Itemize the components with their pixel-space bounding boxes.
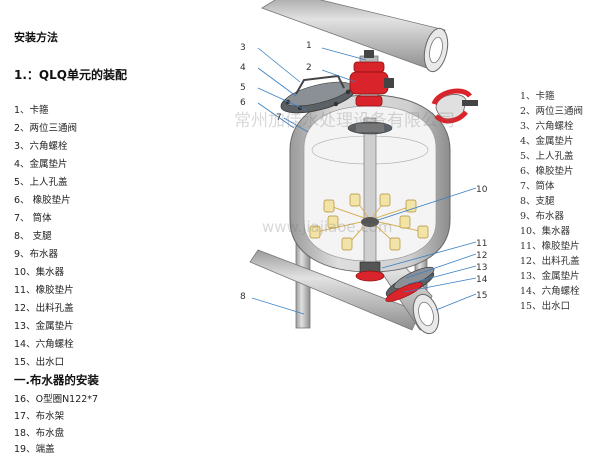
parts-legend: 1、卡箍 2、两位三通阀 3、六角螺栓 4、金属垫片 5、上人孔盖 6、橡胶垫片… [520, 0, 600, 450]
pipe-clamp [431, 88, 478, 124]
legend-item: 2、两位三通阀 [520, 106, 584, 117]
legend-item: 15、出水口 [520, 301, 571, 312]
part-list-item: 5、上人孔盖 [14, 177, 68, 188]
collector-pipe [347, 117, 393, 269]
legend-item: 13、金属垫片 [520, 271, 580, 282]
callout-1: 1 [306, 41, 312, 51]
legend-item: 6、橡胶垫片 [520, 166, 574, 177]
callout-7: 7 [276, 113, 282, 123]
install-method-heading: 安装方法 [14, 31, 58, 44]
legend-item: 3、六角螺栓 [520, 121, 574, 132]
part-list-item: 9、布水器 [14, 249, 59, 260]
part-list-item: 1、卡箍 [14, 105, 49, 116]
legend-item: 12、出料孔盖 [520, 256, 580, 267]
part-list-item: 13、金属垫片 [14, 321, 74, 332]
distributor-laterals [309, 193, 429, 251]
callout-lines [251, 47, 477, 315]
callout-3: 3 [240, 43, 246, 53]
assembly-text-panel: 安装方法 1.：QLQ单元的装配 1、卡箍 2、两位三通阀 3、六角螺栓 4、金… [10, 0, 190, 455]
part-list-item: 18、布水盘 [14, 428, 65, 439]
callout-6: 6 [240, 98, 246, 108]
unit-assembly-subheading: 1.：QLQ单元的装配 [14, 68, 127, 82]
part-list-item: 14、六角螺栓 [14, 339, 74, 350]
legend-item: 5、上人孔盖 [520, 151, 574, 162]
callout-13: 13 [476, 263, 487, 273]
part-list-item: 6、 橡胶垫片 [14, 195, 71, 206]
part-list-item: 2、两位三通阀 [14, 123, 78, 134]
part-list-item: 19、端盖 [14, 444, 55, 455]
three-way-valve [349, 50, 394, 107]
part-list-item: 16、O型圈N122*7 [14, 394, 99, 405]
legend-item: 11、橡胶垫片 [520, 241, 580, 252]
callout-8: 8 [240, 292, 246, 302]
callout-15: 15 [476, 291, 487, 301]
callout-12: 12 [476, 251, 487, 261]
legend-item: 7、筒体 [520, 181, 555, 192]
legend-item: 1、卡箍 [520, 91, 555, 102]
callout-5: 5 [240, 83, 246, 93]
part-list-item: 15、出水口 [14, 357, 65, 368]
part-list-item: 10、集水器 [14, 267, 65, 278]
callout-4: 4 [240, 63, 246, 73]
legend-item: 4、金属垫片 [520, 136, 574, 147]
part-list-item: 11、橡胶垫片 [14, 285, 74, 296]
part-list-item: 12、出料孔盖 [14, 303, 74, 314]
callout-11: 11 [476, 239, 487, 249]
legend-item: 14、六角螺栓 [520, 286, 580, 297]
top-manhole-cover [280, 74, 356, 114]
part-list-item: 4、金属垫片 [14, 159, 68, 170]
callout-2: 2 [306, 63, 312, 73]
callout-14: 14 [476, 275, 488, 285]
part-list-item: 8、 支腿 [14, 231, 52, 242]
legend-item: 9、布水器 [520, 211, 565, 222]
part-list-item: 7、 筒体 [14, 213, 52, 224]
legend-item: 10、集水器 [520, 226, 571, 237]
legend-item: 8、支腿 [520, 196, 555, 207]
callout-10: 10 [476, 185, 488, 195]
filter-vessel-diagram: 1 2 3 4 5 6 7 8 10 11 12 13 14 15 [240, 0, 488, 335]
distributor-install-heading: 一.布水器的安装 [14, 373, 99, 387]
inlet-pipe [261, 0, 449, 73]
part-list-item: 17、布水架 [14, 411, 65, 422]
part-list-item: 3、六角螺栓 [14, 141, 68, 152]
